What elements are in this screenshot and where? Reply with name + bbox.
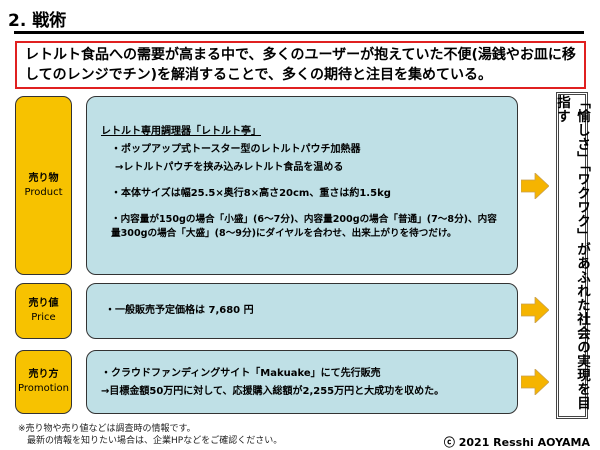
product-box: レトルト専用調理器「レトルト亭」 ・ポップアップ式トースター型のレトルトパウチ加… [86, 96, 518, 275]
arrow-right-icon [521, 297, 549, 323]
title-rule [14, 31, 584, 34]
label-jp: 売り方 [28, 369, 59, 380]
label-en: Product [24, 186, 63, 198]
product-line: ・本体サイズは幅25.5×奥行8×高さ20cm、重さは約1.5kg [111, 188, 391, 199]
promotion-line: ・クラウドファンディングサイト「Makuake」にて先行販売 [101, 368, 381, 379]
label-promotion: 売り方 Promotion [15, 350, 72, 414]
label-price: 売り値 Price [15, 283, 72, 339]
footnote-line: ※売り物や売り値などは調査時の情報です。 [18, 424, 196, 434]
product-heading: レトルト専用調理器「レトルト亭」 [101, 126, 261, 137]
label-jp: 売り値 [28, 298, 59, 309]
footnote: ※売り物や売り値などは調査時の情報です。 最新の情報を知りたい場合は、企業HPな… [18, 423, 282, 447]
price-box: ・一般販売予定価格は 7,680 円 [86, 283, 518, 339]
label-en: Price [31, 312, 56, 323]
label-en: Promotion [18, 383, 69, 394]
lead-statement: レトルト食品への需要が高まる中で、多くのユーザーが抱えていた不便(湯銭やお皿に移… [15, 41, 586, 89]
copyright: ⓒ 2021 Resshi AOYAMA [443, 436, 590, 449]
product-line: ・ポップアップ式トースター型のレトルトパウチ加熱器 [111, 144, 361, 155]
promotion-box: ・クラウドファンディングサイト「Makuake」にて先行販売 →目標金額50万円… [86, 350, 518, 414]
price-line: ・一般販売予定価格は 7,680 円 [105, 305, 254, 316]
arrow-right-icon [521, 369, 549, 395]
label-product: 売り物 Product [15, 96, 72, 275]
footnote-line: 最新の情報を知りたい場合は、企業HPなどをご確認ください。 [18, 436, 283, 446]
page-title: 2. 戦術 [8, 11, 67, 31]
promotion-line: →目標金額50万円に対して、応援購入総額が2,255万円と大成功を収めた。 [101, 386, 445, 397]
arrow-right-icon [521, 173, 549, 199]
product-line: →レトルトパウチを挟み込みレトルト食品を温める [115, 162, 344, 173]
goal-box: 「愉しさ」「ワクワク」があふれた社会の実現を目指す [554, 92, 590, 419]
label-jp: 売り物 [28, 172, 59, 184]
product-line: ・内容量が150gの場合「小盛」(6～7分)、内容量200gの場合「普通」(7～… [111, 214, 497, 239]
